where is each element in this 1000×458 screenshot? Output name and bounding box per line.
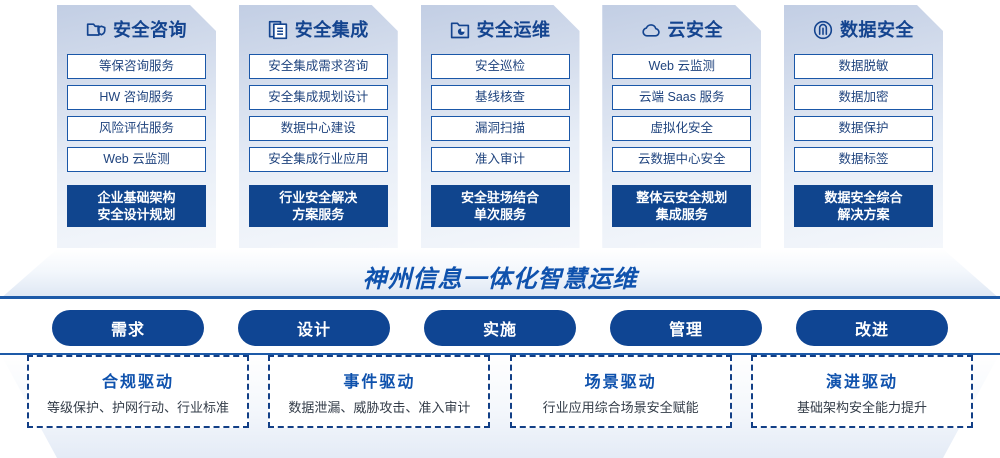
pillar-title: 安全咨询 (113, 20, 187, 40)
driver-box-compliance[interactable]: 合规驱动 等级保护、护网行动、行业标准 (27, 355, 249, 428)
pillar-item[interactable]: 虚拟化安全 (612, 116, 751, 141)
pillar-item[interactable]: 云端 Saas 服务 (612, 85, 751, 110)
pillar-title: 云安全 (667, 20, 723, 40)
driver-subtitle: 数据泄漏、威胁攻击、准入审计 (288, 399, 471, 415)
pillar-card-row: 安全咨询 等保咨询服务 HW 咨询服务 风险评估服务 Web 云监测 企业基础架… (0, 5, 1000, 248)
pillar-item[interactable]: 数据标签 (794, 147, 933, 172)
driver-box-row: 合规驱动 等级保护、护网行动、行业标准 事件驱动 数据泄漏、威胁攻击、准入审计 … (0, 355, 1000, 435)
driver-subtitle: 行业应用综合场景安全赋能 (542, 399, 699, 415)
pillar-item[interactable]: 基线核查 (431, 85, 570, 110)
pillar-highlight-item[interactable]: 企业基础架构 安全设计规划 (67, 185, 206, 227)
pillar-item[interactable]: 风险评估服务 (67, 116, 206, 141)
driver-subtitle: 基础架构安全能力提升 (796, 399, 927, 415)
pillar-item-list: 数据脱敏 数据加密 数据保护 数据标签 数据安全综合 解决方案 (794, 54, 933, 227)
pillar-highlight-item[interactable]: 整体云安全规划 集成服务 (612, 185, 751, 227)
pillar-item[interactable]: 安全集成规划设计 (249, 85, 388, 110)
pillar-item[interactable]: 安全集成行业应用 (249, 147, 388, 172)
pillar-title: 数据安全 (840, 20, 914, 40)
pillar-highlight-item[interactable]: 安全驻场结合 单次服务 (431, 185, 570, 227)
stacked-documents-icon (268, 20, 288, 40)
driver-box-incident[interactable]: 事件驱动 数据泄漏、威胁攻击、准入审计 (268, 355, 491, 428)
fingerprint-icon (813, 20, 833, 40)
pillar-card-data-security[interactable]: 数据安全 数据脱敏 数据加密 数据保护 数据标签 数据安全综合 解决方案 (784, 5, 943, 248)
driver-title: 演进驱动 (825, 373, 898, 391)
phase-pill-management[interactable]: 管理 (610, 310, 762, 346)
driver-title: 事件驱动 (343, 373, 416, 391)
drivers-top-rule (0, 353, 1000, 355)
pillar-card-security-integration[interactable]: 安全集成 安全集成需求咨询 安全集成规划设计 数据中心建设 安全集成行业应用 行… (239, 5, 398, 248)
pillar-highlight-line: 单次服务 (473, 207, 526, 222)
pillar-highlight-line: 数据安全综合 (824, 190, 903, 205)
pillar-highlight-line: 安全设计规划 (97, 207, 176, 222)
phase-pill-row: 需求 设计 实施 管理 改进 (0, 310, 1000, 346)
pillar-item[interactable]: 数据中心建设 (249, 116, 388, 141)
pillar-highlight-item[interactable]: 数据安全综合 解决方案 (794, 185, 933, 227)
phase-pill-design[interactable]: 设计 (238, 310, 390, 346)
pillar-highlight-line: 方案服务 (292, 207, 345, 222)
pillar-title: 安全集成 (294, 20, 369, 40)
pillar-header: 安全集成 (249, 15, 388, 45)
pillar-highlight-line: 整体云安全规划 (636, 190, 728, 205)
pillar-item-list: 安全巡检 基线核查 漏洞扫描 准入审计 安全驻场结合 单次服务 (431, 54, 570, 227)
pillar-item[interactable]: HW 咨询服务 (67, 85, 206, 110)
driver-subtitle: 等级保护、护网行动、行业标准 (46, 399, 229, 415)
pillar-card-cloud-security[interactable]: 云安全 Web 云监测 云端 Saas 服务 虚拟化安全 云数据中心安全 整体云… (602, 5, 761, 248)
pillar-highlight-line: 安全驻场结合 (460, 190, 539, 205)
pillar-highlight-line: 集成服务 (655, 207, 708, 222)
pillar-header: 安全咨询 (67, 15, 206, 45)
platform-banner: 神州信息一体化智慧运维 (0, 249, 1000, 299)
pillar-item[interactable]: Web 云监测 (67, 147, 206, 172)
driver-title: 场景驱动 (584, 373, 657, 391)
pillar-title: 安全运维 (476, 20, 551, 40)
pillar-item[interactable]: 数据加密 (794, 85, 933, 110)
folder-shield-icon (86, 20, 106, 40)
driver-title: 合规驱动 (101, 373, 174, 391)
driver-box-evolution[interactable]: 演进驱动 基础架构安全能力提升 (750, 355, 973, 428)
pillar-item[interactable]: Web 云监测 (612, 54, 751, 79)
pillar-item[interactable]: 安全集成需求咨询 (249, 54, 388, 79)
pillar-item-list: 安全集成需求咨询 安全集成规划设计 数据中心建设 安全集成行业应用 行业安全解决… (249, 54, 388, 227)
banner-bottom-rule (0, 296, 1000, 299)
pillar-card-security-consulting[interactable]: 安全咨询 等保咨询服务 HW 咨询服务 风险评估服务 Web 云监测 企业基础架… (57, 5, 216, 248)
pillar-header: 云安全 (612, 15, 751, 45)
pillar-item[interactable]: 漏洞扫描 (431, 116, 570, 141)
pillar-header: 数据安全 (794, 15, 933, 45)
pillar-item-list: Web 云监测 云端 Saas 服务 虚拟化安全 云数据中心安全 整体云安全规划… (612, 54, 751, 227)
phase-pill-improvement[interactable]: 改进 (796, 310, 948, 346)
pillar-item[interactable]: 准入审计 (431, 147, 570, 172)
pillar-header: 安全运维 (431, 15, 570, 45)
cloud-icon (641, 20, 661, 40)
pillar-card-security-operations[interactable]: 安全运维 安全巡检 基线核查 漏洞扫描 准入审计 安全驻场结合 单次服务 (421, 5, 580, 248)
phase-pill-requirement[interactable]: 需求 (52, 310, 204, 346)
driver-box-scenario[interactable]: 场景驱动 行业应用综合场景安全赋能 (509, 355, 732, 428)
pillar-highlight-item[interactable]: 行业安全解决 方案服务 (249, 185, 388, 227)
pillar-highlight-line: 行业安全解决 (279, 190, 358, 205)
pillar-item[interactable]: 等保咨询服务 (67, 54, 206, 79)
pillar-item[interactable]: 数据脱敏 (794, 54, 933, 79)
platform-banner-title: 神州信息一体化智慧运维 (362, 265, 638, 293)
pillar-item[interactable]: 数据保护 (794, 116, 933, 141)
pillar-item[interactable]: 云数据中心安全 (612, 147, 751, 172)
pillar-highlight-line: 企业基础架构 (97, 190, 176, 205)
pillar-highlight-line: 解决方案 (837, 207, 890, 222)
phase-pill-implementation[interactable]: 实施 (424, 310, 576, 346)
pillar-item[interactable]: 安全巡检 (431, 54, 570, 79)
folder-chart-icon (450, 20, 470, 40)
pillar-item-list: 等保咨询服务 HW 咨询服务 风险评估服务 Web 云监测 企业基础架构 安全设… (67, 54, 206, 227)
